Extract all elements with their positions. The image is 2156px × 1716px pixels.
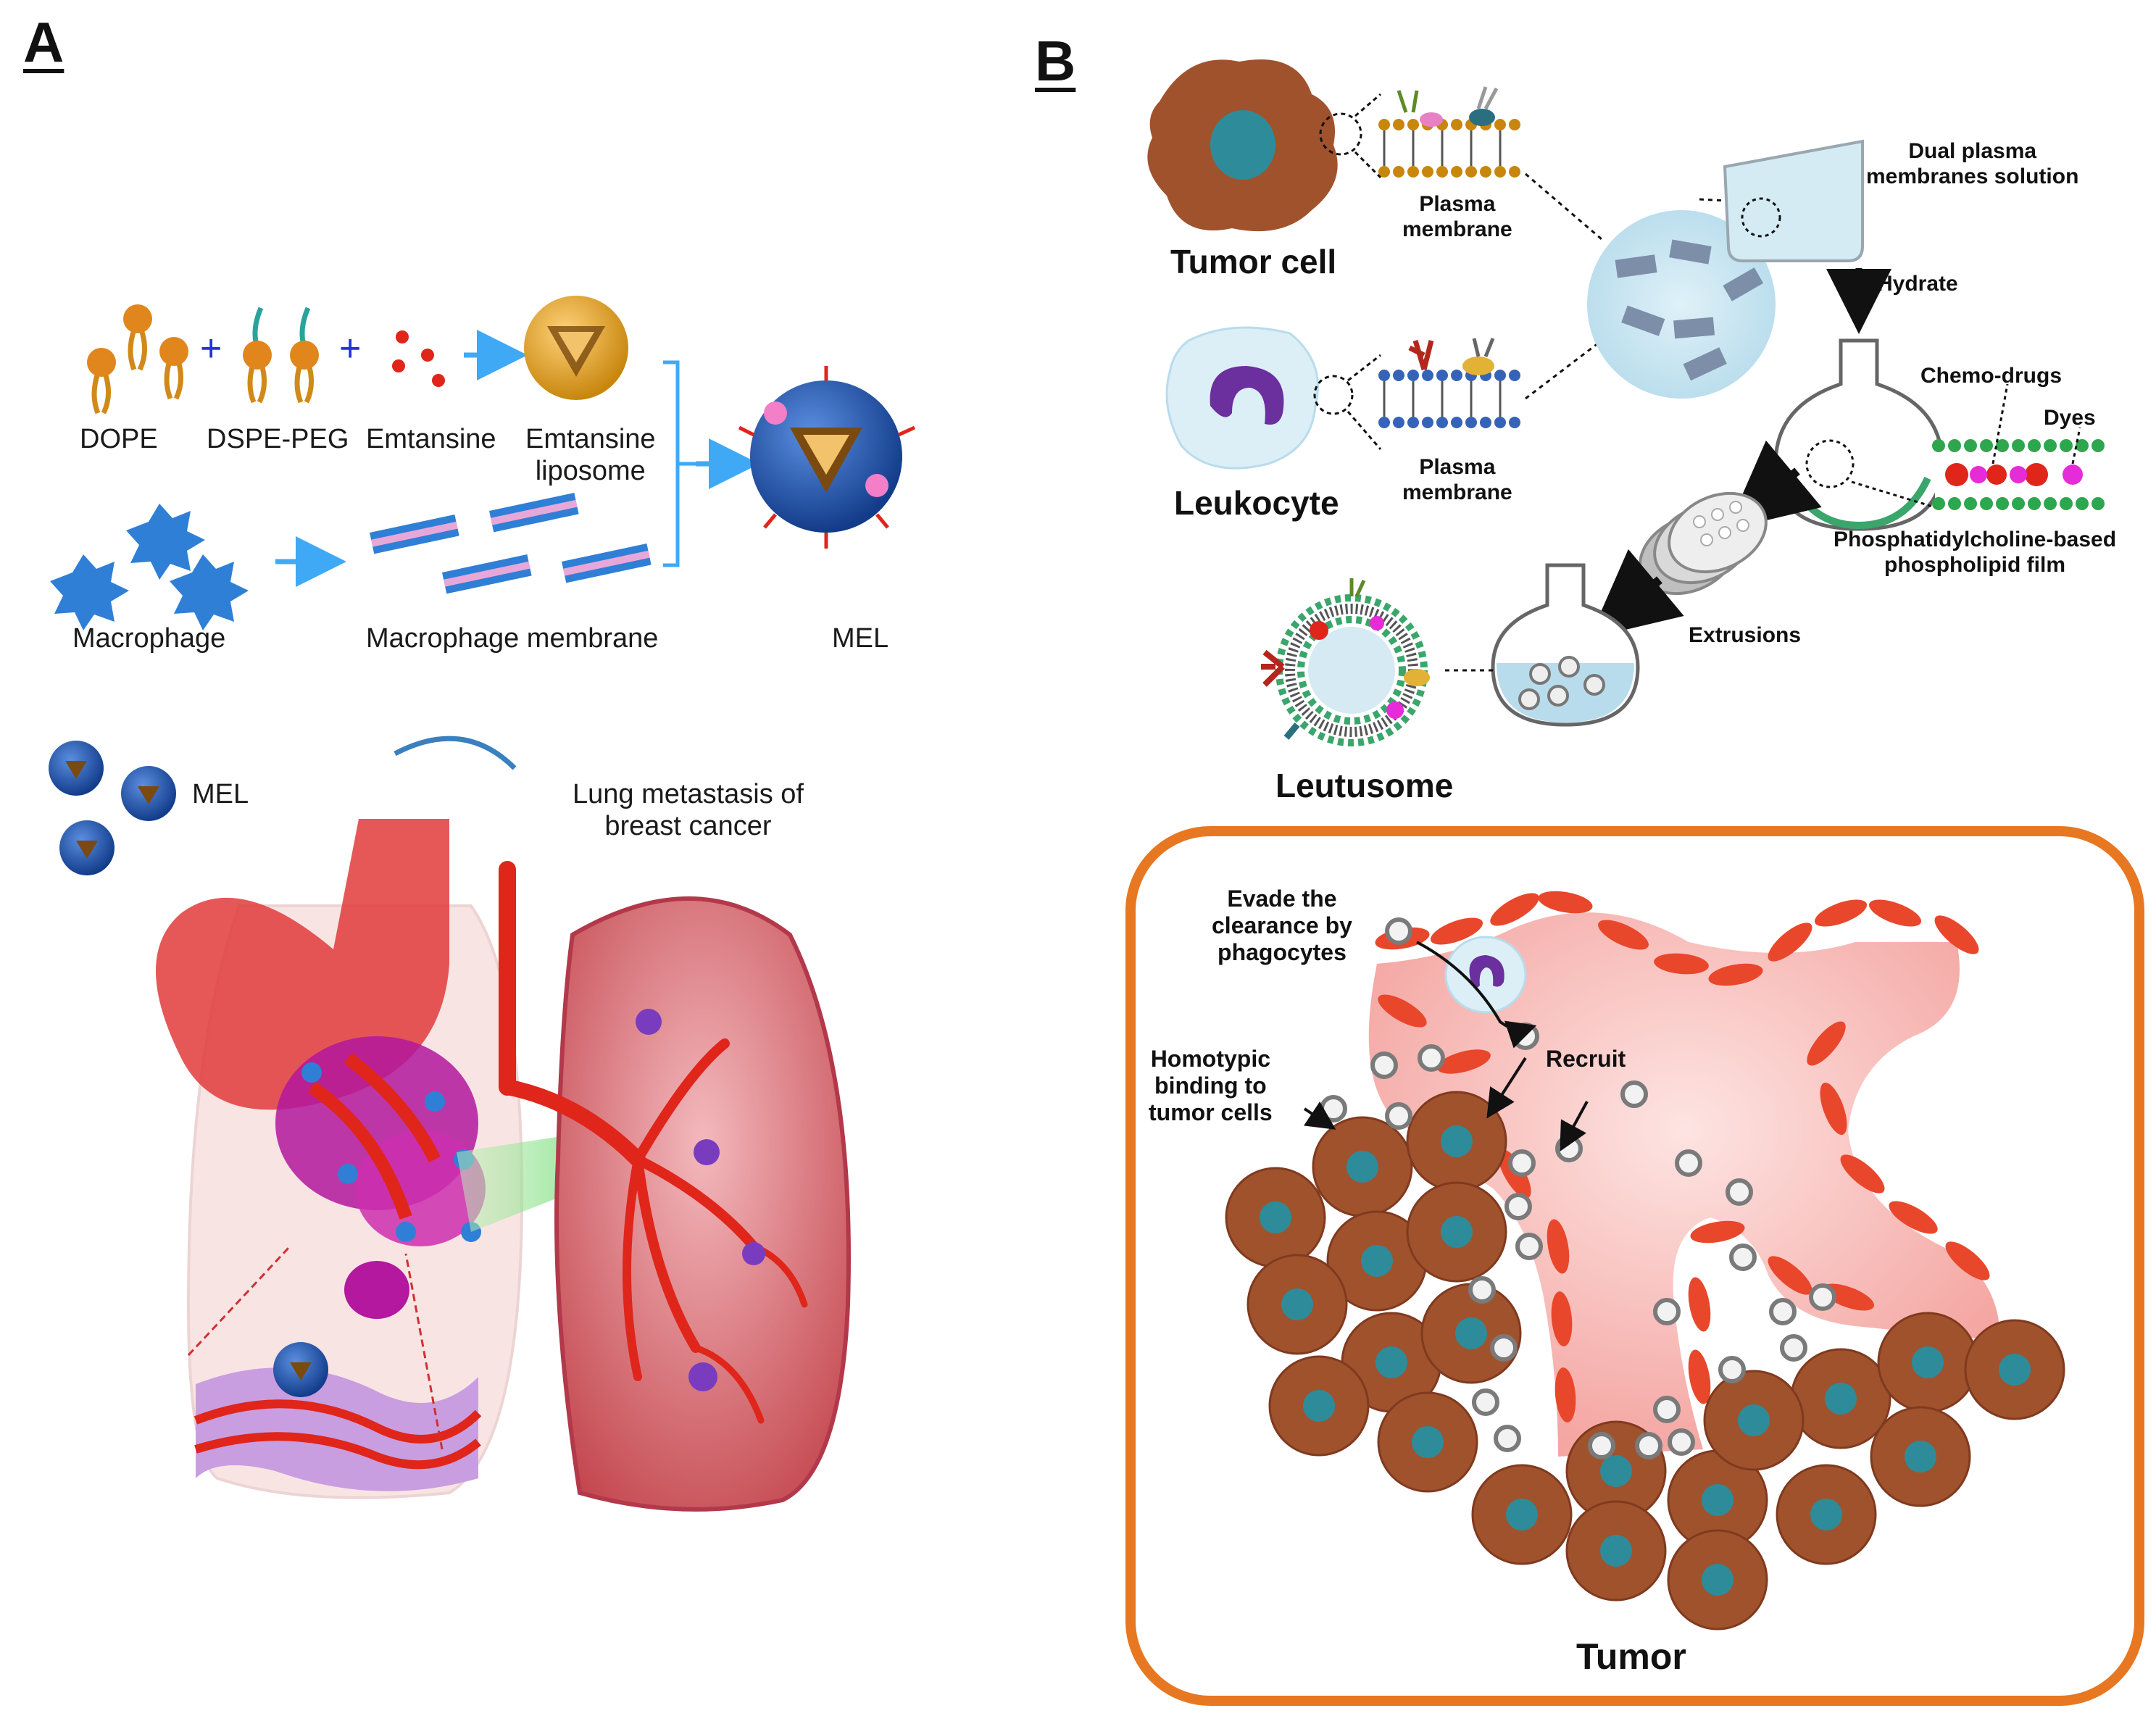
phagocyte-icon: [1444, 936, 1527, 1014]
arrow-to-flask: [1589, 549, 1684, 638]
panel-b-label: B: [1035, 29, 1076, 93]
lung-metastasis-title: Lung metastasis of breast cancer: [573, 779, 804, 841]
evade-phagocytes-label: Evade the clearance by phagocytes: [1212, 886, 1352, 965]
tumor-cell-icon: [1147, 59, 1338, 232]
panel-a-label: A: [23, 10, 64, 74]
membrane-fusion-zoom-icon: [187, 1245, 482, 1491]
leutusome-particles-icon: [1320, 917, 1836, 1459]
leukocyte-icon: [1165, 326, 1319, 470]
plus-sign-1: +: [200, 328, 222, 370]
dyes-label: Dyes: [2044, 406, 2096, 430]
membrane-solution-zoom-icon: [1587, 210, 1776, 399]
panel-a-synthesis: [50, 296, 916, 630]
emtansine-label: Emtansine: [366, 424, 496, 454]
dope-label: DOPE: [80, 424, 158, 454]
macrophage-membrane-label: Macrophage membrane: [366, 623, 659, 654]
zoom-circle-tumor: [1319, 112, 1362, 156]
homotypic-binding-label: Homotypic binding to tumor cells: [1149, 1046, 1273, 1125]
plasma-membrane-label-1: Plasma membrane: [1402, 192, 1512, 241]
mel-label: MEL: [832, 623, 889, 654]
phospholipid-film-label: Phosphatidylcholine-based phospholipid f…: [1834, 528, 2117, 577]
plasma-membrane-label-2: Plasma membrane: [1402, 455, 1512, 504]
merge-bracket: [663, 360, 696, 567]
hydrate-label: Hydrate: [1877, 272, 1958, 296]
tumor-cell-label: Tumor cell: [1170, 243, 1337, 280]
plus-sign-2: +: [339, 328, 362, 370]
tumor-membrane-bilayer-icon: [1378, 86, 1520, 178]
panel-b-tumor-box: [1125, 826, 2144, 1706]
dspe-peg-icon: [243, 307, 319, 404]
macrophage-cells-icon: [50, 504, 249, 630]
dual-solution-label: Dual plasma membranes solution: [1866, 139, 2079, 188]
extrusions-label: Extrusions: [1689, 623, 1802, 647]
macrophage-membrane-fragments-icon: [370, 493, 652, 594]
circulation-arrow: [394, 736, 517, 770]
chemo-drugs-label: Chemo-drugs: [1920, 364, 2062, 388]
metastasis-cluster-icon: [275, 1036, 486, 1319]
metastasis-nodules-icon: [636, 1009, 765, 1391]
recruit-label: Recruit: [1546, 1046, 1626, 1072]
annotation-arrows: [1303, 941, 1589, 1152]
mel-nanoparticle-icon: [738, 366, 916, 549]
emtansine-liposome-label: Emtansine liposome: [525, 424, 656, 486]
bronchial-tree-icon: [499, 861, 808, 1424]
leutusome-icon: [1261, 578, 1430, 746]
tumor-label: Tumor: [1576, 1636, 1686, 1677]
leukocyte-membrane-bilayer-icon: [1378, 338, 1520, 428]
vesicle-flask-icon: [1491, 563, 1640, 727]
dope-lipids-icon: [87, 304, 188, 415]
lung-mel-label: MEL: [192, 779, 249, 809]
beaker-icon: [1723, 139, 1864, 262]
arrow-to-extruder: [1727, 440, 1822, 530]
zoom-circle-leukocyte: [1313, 375, 1354, 415]
dspe-peg-label: DSPE-PEG: [207, 424, 349, 454]
drug-loaded-film-icon: [1851, 383, 2105, 510]
panel-b-preparation: [1147, 59, 2105, 746]
macrophage-label: Macrophage: [72, 623, 226, 654]
leutusome-label: Leutusome: [1275, 767, 1454, 804]
tumor-cell-mass-icon: [1225, 1091, 2065, 1630]
leukocyte-label: Leukocyte: [1174, 484, 1339, 522]
panel-a-lung: [49, 736, 851, 1512]
emtansine-molecules-icon: [392, 330, 445, 387]
emtansine-liposome-icon: [524, 296, 628, 400]
mel-particles-icon: [49, 741, 176, 875]
